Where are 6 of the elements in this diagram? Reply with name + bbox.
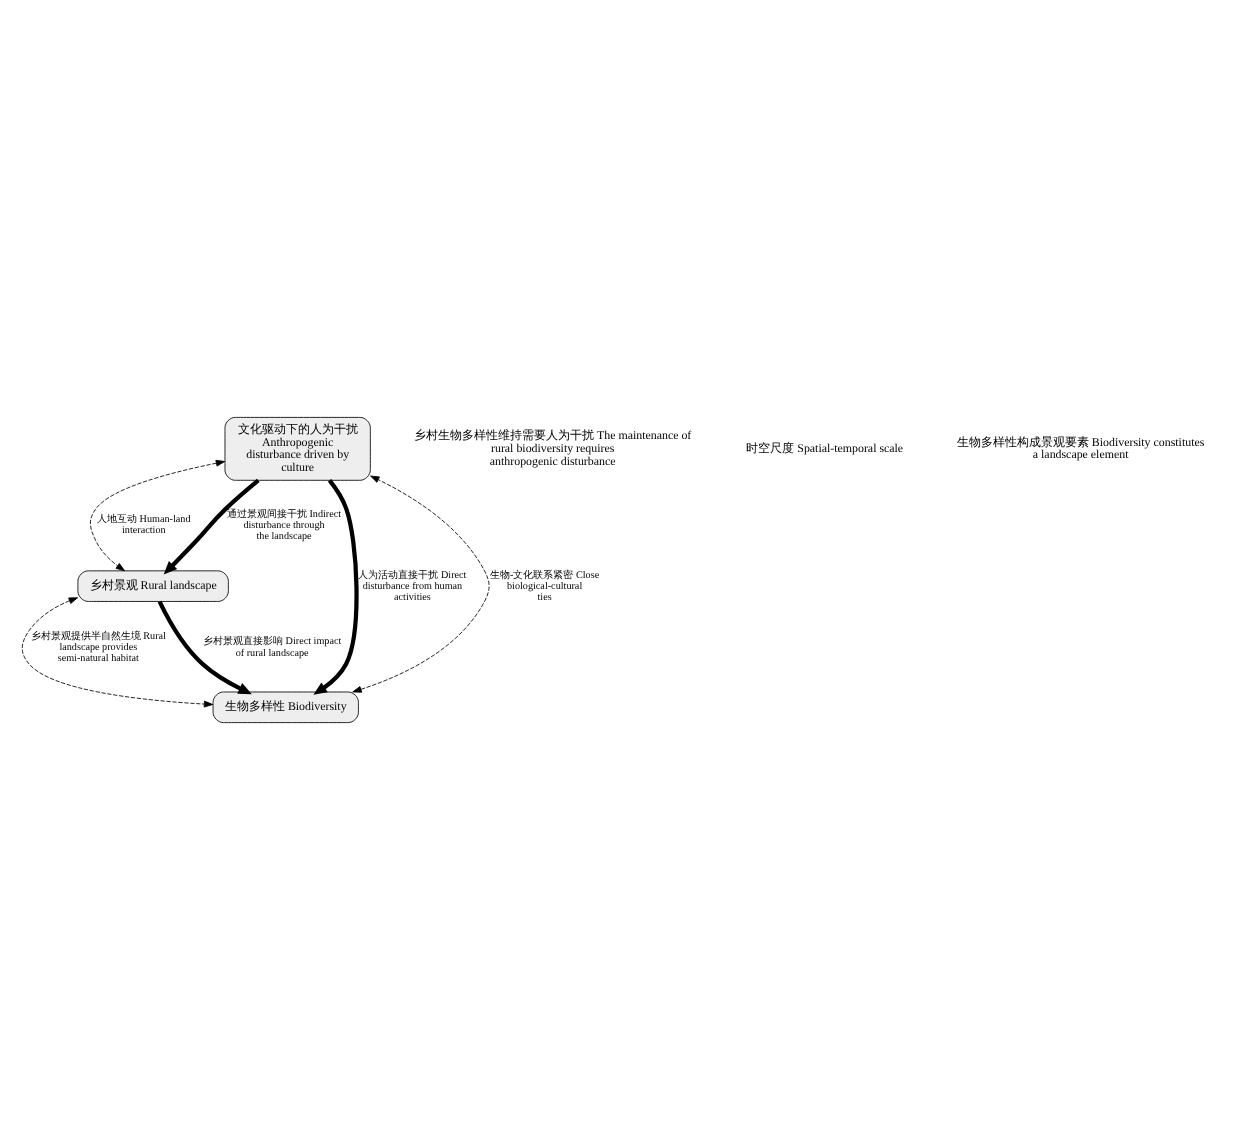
arrow xyxy=(21,597,214,708)
arrow xyxy=(157,600,252,695)
arrow xyxy=(313,479,359,695)
arrow xyxy=(90,459,226,572)
arrow xyxy=(163,478,260,575)
arrow xyxy=(352,475,490,693)
